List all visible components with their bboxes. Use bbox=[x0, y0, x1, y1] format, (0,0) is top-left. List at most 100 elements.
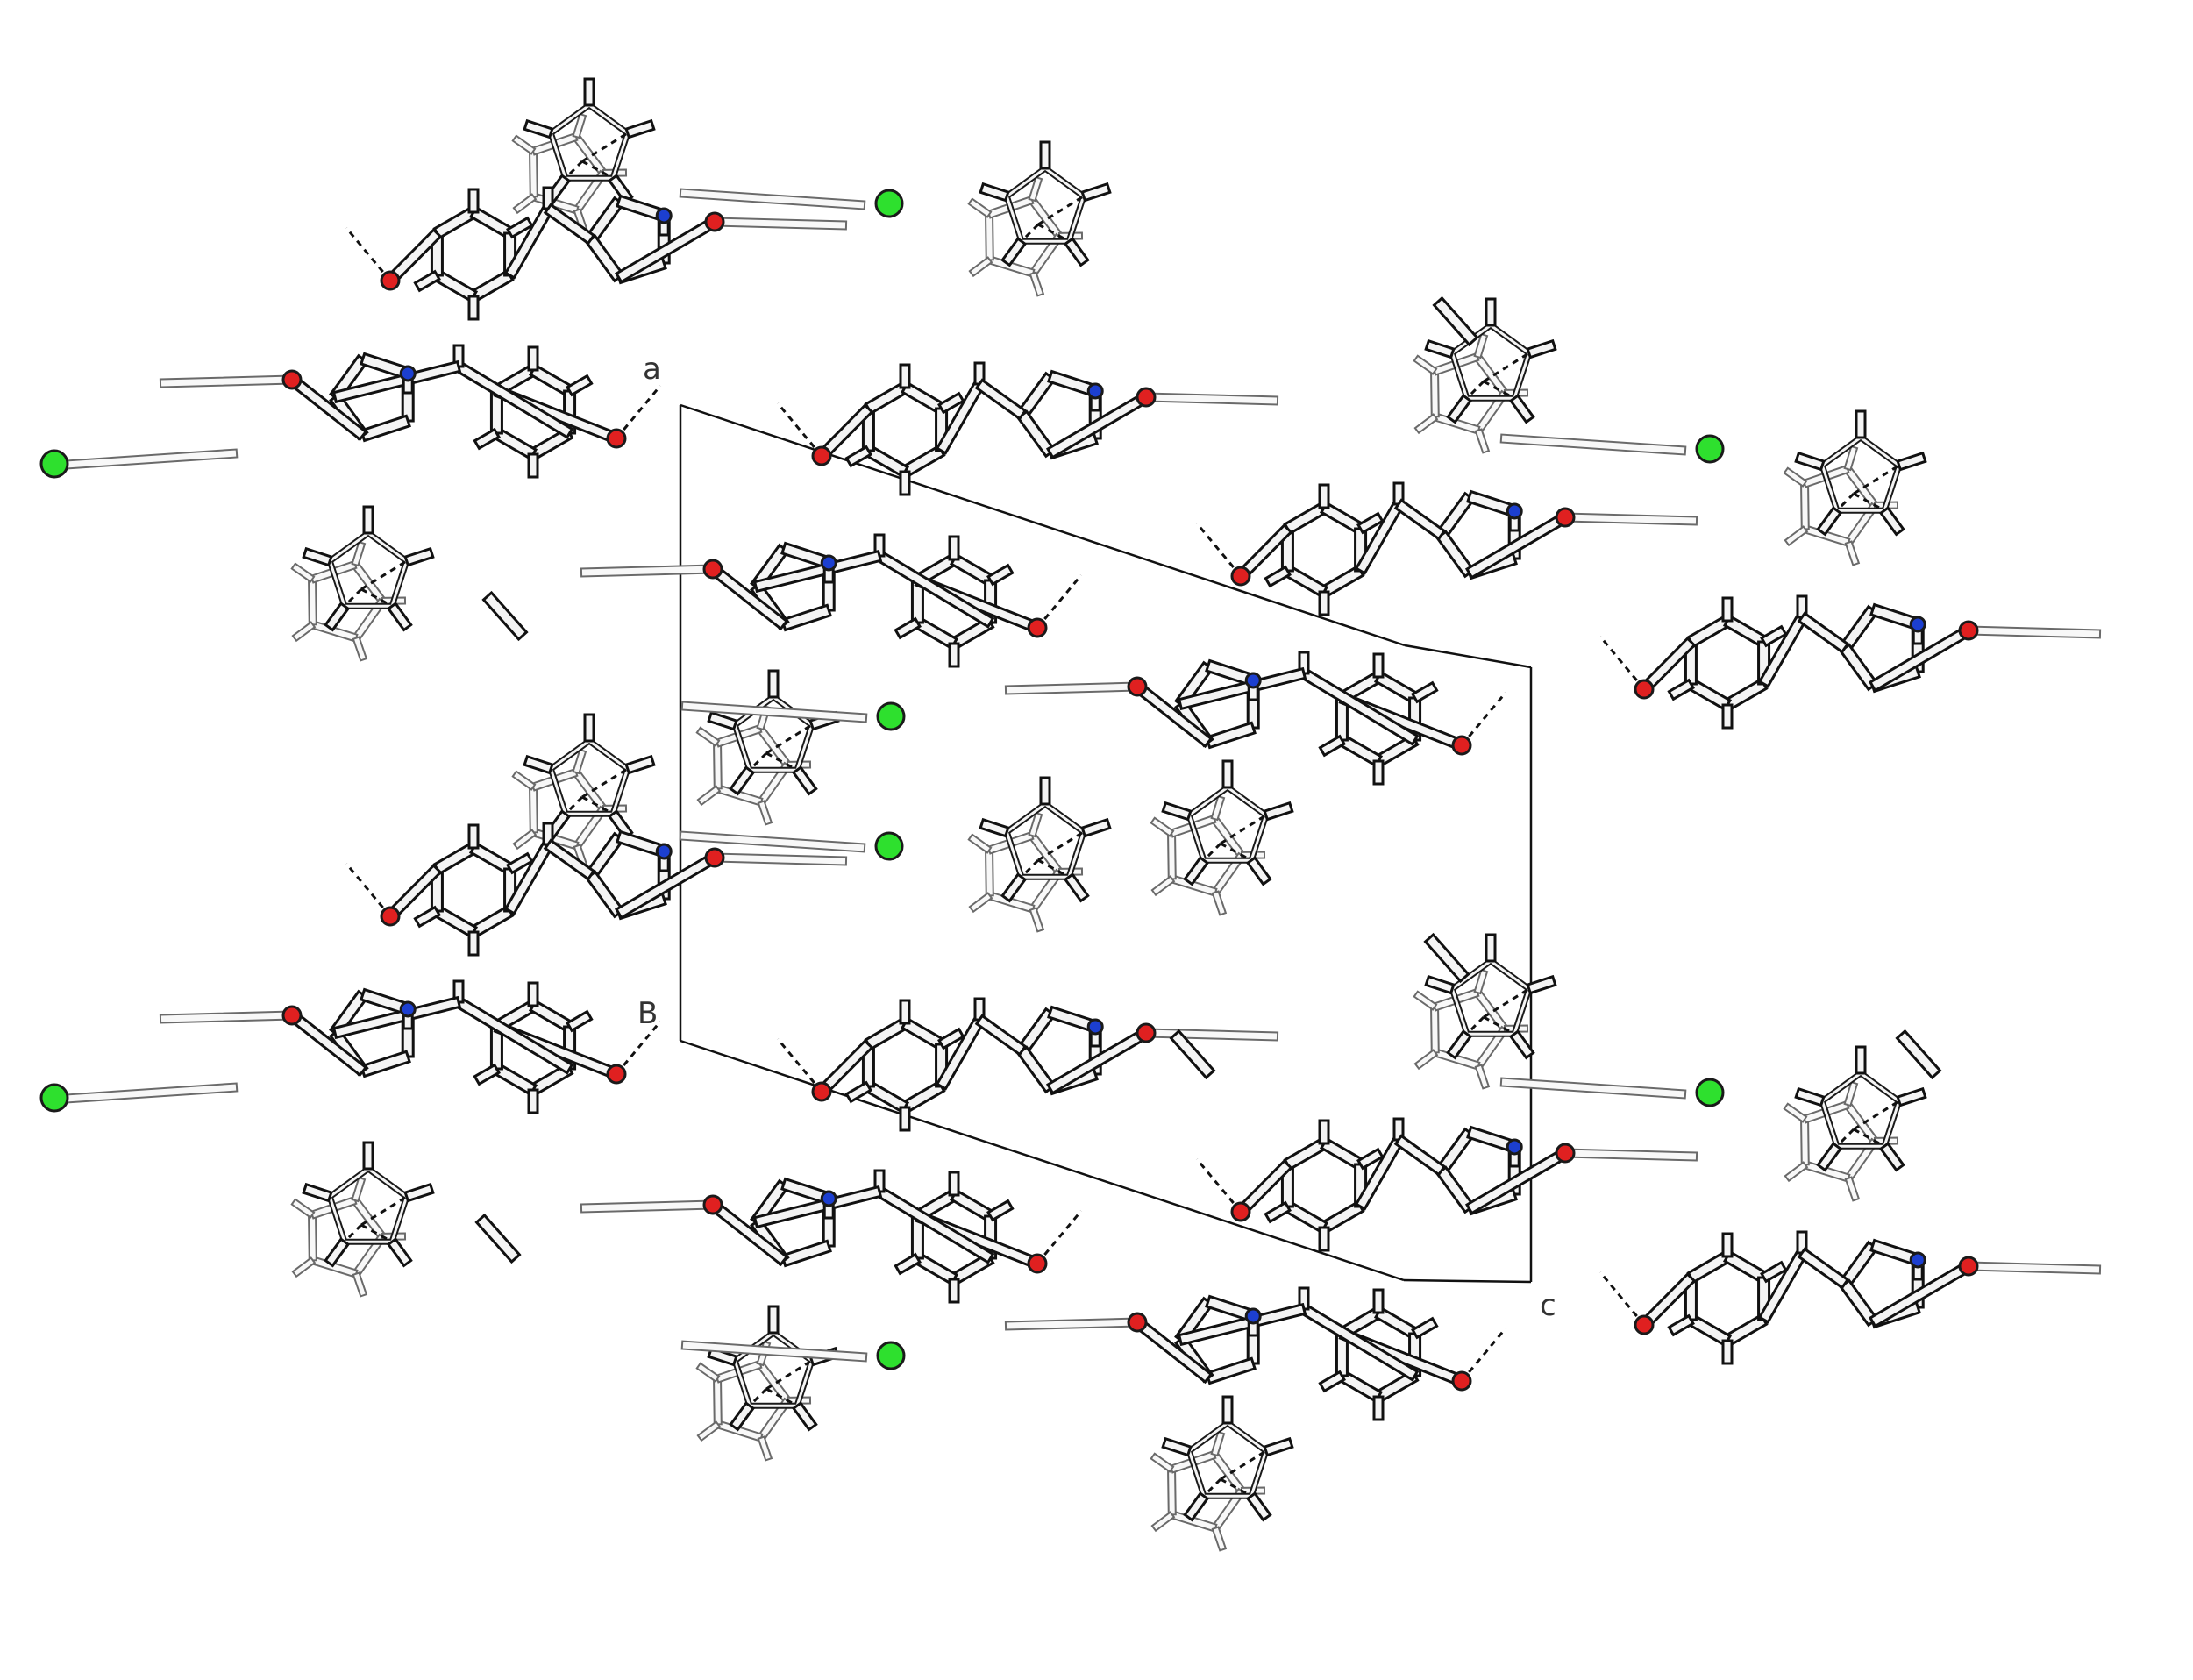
molecule bbox=[1195, 481, 1698, 616]
bond bbox=[1783, 1102, 1808, 1123]
bond bbox=[1000, 872, 1028, 903]
hydrogen-bond bbox=[1037, 830, 1085, 862]
bond bbox=[937, 391, 965, 415]
hydrogen-bond bbox=[615, 1021, 662, 1075]
unit-cell-edge bbox=[680, 403, 1406, 647]
bond bbox=[1318, 1370, 1346, 1393]
bond bbox=[302, 546, 333, 567]
bond bbox=[1263, 801, 1294, 822]
unit-cell-layer bbox=[679, 403, 1533, 1284]
unit-cell-edge bbox=[1404, 644, 1532, 669]
bond bbox=[302, 1182, 333, 1203]
hydrogen-bond bbox=[1483, 987, 1530, 1019]
fragment bbox=[1432, 295, 1479, 347]
bond bbox=[352, 1271, 368, 1298]
bond bbox=[360, 414, 411, 443]
hydrogen-bond bbox=[615, 385, 662, 439]
chlorine-atom bbox=[39, 1083, 69, 1113]
bond bbox=[1356, 511, 1385, 535]
cyclopentadienyl-ring bbox=[1413, 933, 1557, 1090]
bond bbox=[352, 636, 368, 662]
bond bbox=[899, 363, 911, 389]
bond bbox=[1205, 1356, 1257, 1385]
molecule bbox=[1598, 594, 2102, 730]
fragment bbox=[1895, 1029, 1942, 1080]
cp-ring-fill bbox=[549, 103, 630, 180]
nitrogen-atom bbox=[1909, 1251, 1926, 1269]
bond bbox=[1413, 1049, 1439, 1071]
bond bbox=[1211, 1526, 1228, 1552]
bond bbox=[679, 830, 866, 853]
bond bbox=[899, 1106, 911, 1132]
oxygen-atom bbox=[1127, 676, 1148, 697]
oxygen-atom bbox=[1136, 387, 1157, 408]
bond bbox=[844, 1080, 872, 1104]
bond bbox=[1221, 759, 1234, 789]
molecule bbox=[345, 822, 848, 957]
bond bbox=[948, 1278, 960, 1304]
bond bbox=[680, 1340, 868, 1363]
hydrogen-bond bbox=[360, 1195, 408, 1227]
bond bbox=[566, 1009, 594, 1033]
bond bbox=[1474, 428, 1491, 454]
bond bbox=[1150, 1452, 1175, 1473]
bond bbox=[948, 642, 960, 668]
nitrogen-atom bbox=[1244, 672, 1262, 689]
bond bbox=[1263, 1436, 1294, 1457]
bond bbox=[1167, 832, 1177, 880]
bond bbox=[324, 1237, 351, 1268]
bond bbox=[1855, 1045, 1867, 1075]
hydrogen-bond bbox=[765, 1359, 813, 1391]
bond bbox=[1264, 1200, 1292, 1224]
bond bbox=[1372, 1288, 1385, 1314]
hydrogen-bond bbox=[1202, 1477, 1222, 1498]
bond bbox=[968, 256, 993, 278]
bond bbox=[1760, 624, 1788, 648]
chlorine-atom bbox=[1695, 434, 1725, 464]
bond bbox=[413, 905, 441, 929]
hydrogen-bond bbox=[581, 795, 614, 815]
hydrogen-bond bbox=[564, 160, 584, 180]
nitrogen-atom bbox=[399, 1000, 417, 1018]
bond bbox=[1526, 974, 1557, 995]
hydrogen-bond bbox=[1835, 492, 1855, 512]
bond bbox=[543, 838, 596, 881]
bond bbox=[986, 563, 1015, 587]
bond bbox=[1318, 1226, 1330, 1252]
cp-ring-fill bbox=[733, 695, 814, 772]
bond bbox=[713, 1377, 723, 1426]
bond bbox=[695, 726, 721, 747]
fragment bbox=[1169, 1029, 1216, 1080]
bond bbox=[844, 445, 872, 468]
bond bbox=[1499, 433, 1687, 456]
bond bbox=[527, 345, 539, 372]
hydrogen-bond bbox=[1020, 223, 1040, 243]
bond bbox=[974, 1014, 1028, 1057]
hydrogen-bond bbox=[343, 1223, 363, 1243]
hydrogen-bond bbox=[748, 751, 768, 772]
cyclopentadienyl-ring bbox=[1413, 297, 1557, 454]
oxygen-atom bbox=[1127, 1312, 1148, 1333]
oxygen-atom bbox=[380, 270, 401, 291]
bond bbox=[481, 590, 529, 642]
bond bbox=[1411, 680, 1439, 704]
nitrogen-atom bbox=[1086, 1018, 1104, 1036]
cp-ring-fill bbox=[549, 739, 630, 815]
hydrogen-bond bbox=[1202, 842, 1222, 862]
oxygen-atom bbox=[606, 1064, 627, 1085]
oxygen-atom bbox=[1027, 1253, 1048, 1274]
cp-ring-fill bbox=[328, 1167, 409, 1243]
chloro-chain bbox=[1499, 1077, 1687, 1100]
cyclopentadienyl-ring bbox=[1150, 759, 1294, 916]
bond bbox=[1855, 409, 1867, 439]
bond bbox=[985, 213, 994, 261]
molecule bbox=[776, 997, 1279, 1132]
hydrogen-bond bbox=[1835, 1128, 1855, 1148]
bond bbox=[624, 118, 656, 139]
bond bbox=[386, 602, 413, 632]
bond bbox=[1721, 1339, 1734, 1365]
bond bbox=[511, 770, 537, 791]
bond bbox=[1413, 354, 1438, 375]
molecule bbox=[345, 186, 848, 321]
hydrogen-bond bbox=[765, 1387, 798, 1407]
